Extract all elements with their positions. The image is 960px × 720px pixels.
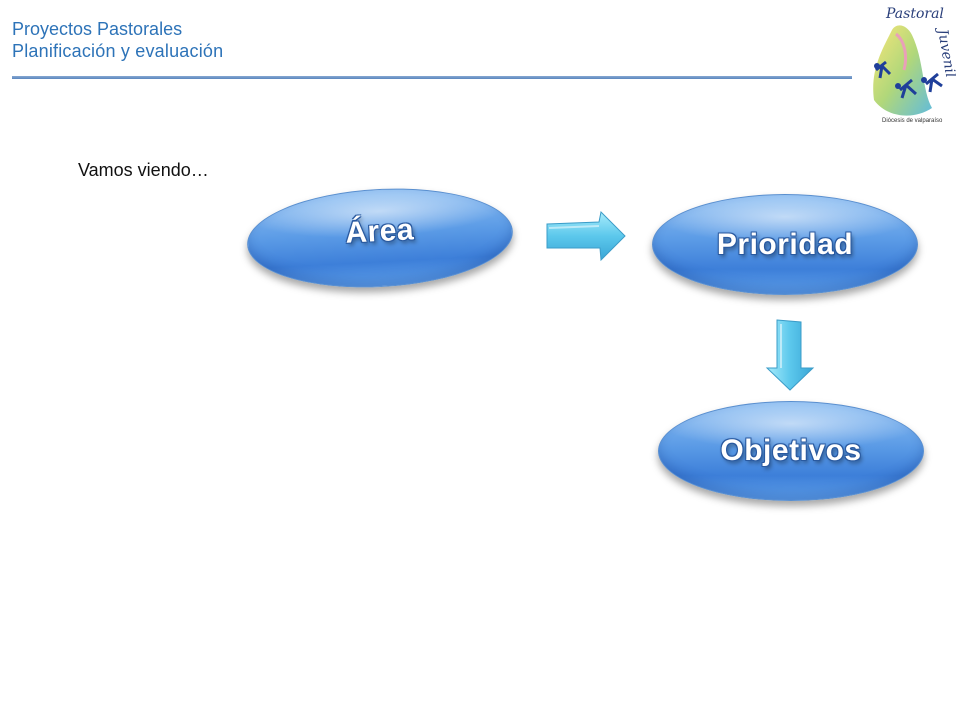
logo-caption: Diócesis de valparaíso	[882, 118, 943, 124]
node-prioridad-label: Prioridad	[716, 227, 854, 261]
intro-text: Vamos viendo…	[78, 160, 209, 180]
node-objetivos-label: Objetivos	[720, 434, 862, 467]
header-title: Proyectos Pastorales	[12, 19, 183, 39]
logo-text-juvenil: Juvenil	[934, 25, 956, 79]
node-area-label: Área	[344, 213, 415, 250]
logo-text-pastoral: Pastoral	[885, 6, 944, 22]
arrow-down-icon	[765, 319, 815, 391]
node-prioridad: Prioridad	[652, 194, 918, 295]
header-subtitle: Planificación y evaluación	[12, 41, 224, 61]
node-objetivos: Objetivos	[658, 401, 924, 501]
node-area: Área	[244, 182, 516, 294]
header-divider	[12, 76, 852, 79]
slide-header: Proyectos Pastorales Planificación y eva…	[12, 18, 223, 62]
pastoral-juvenil-logo: Pastoral Juvenil Diócesis de valparaíso	[852, 0, 958, 130]
arrow-right-icon	[546, 210, 626, 262]
